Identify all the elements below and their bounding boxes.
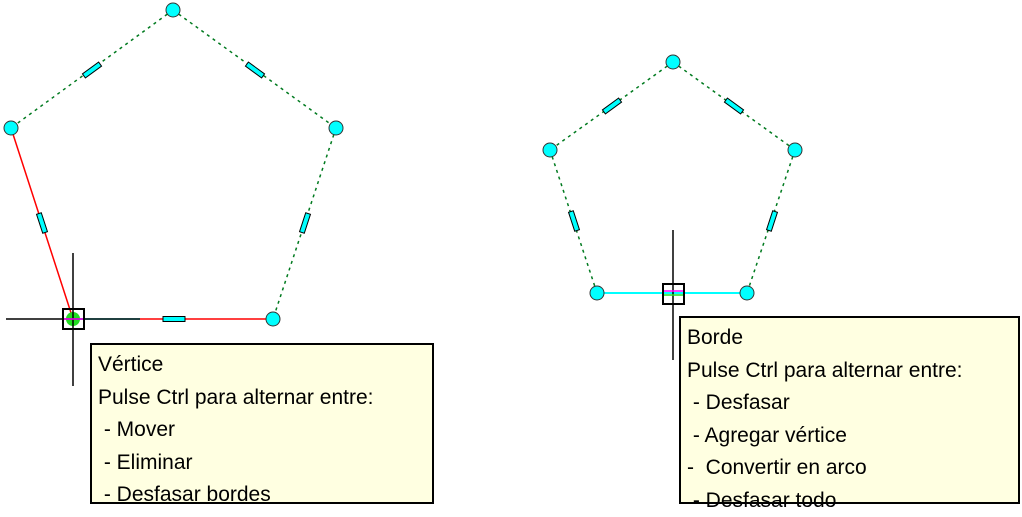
vertex-grip[interactable]	[788, 143, 802, 157]
vertex-grip[interactable]	[4, 121, 18, 135]
right-midpoint-grips	[569, 98, 778, 231]
vertex-grip[interactable]	[590, 286, 604, 300]
midpoint-grip[interactable]	[569, 211, 580, 232]
left-pentagon	[11, 10, 336, 319]
midpoint-grip[interactable]	[300, 213, 311, 234]
tooltip-prompt: Pulse Ctrl para alternar entre:	[98, 382, 426, 415]
vertex-grip[interactable]	[329, 121, 343, 135]
vertex-tooltip: Vértice Pulse Ctrl para alternar entre: …	[90, 343, 434, 504]
midpoint-grip[interactable]	[163, 317, 185, 322]
vertex-grip[interactable]	[666, 55, 680, 69]
midpoint-grip[interactable]	[767, 211, 778, 232]
left-vertex-grips	[4, 3, 343, 326]
midpoint-grip[interactable]	[602, 98, 621, 114]
tooltip-option: - Desfasar todo	[687, 485, 1012, 517]
left-midpoint-grips	[37, 62, 311, 321]
vertex-grip[interactable]	[543, 143, 557, 157]
tooltip-option: - Eliminar	[98, 447, 426, 480]
vertex-grip[interactable]	[166, 3, 180, 17]
tooltip-option: - Desfasar	[687, 387, 1012, 420]
tooltip-option: - Convertir en arco	[687, 452, 1012, 485]
tooltip-title: Vértice	[98, 349, 426, 382]
tooltip-title: Borde	[687, 322, 1012, 355]
tooltip-option: - Agregar vértice	[687, 420, 1012, 453]
tooltip-option: - Mover	[98, 414, 426, 447]
vertex-grip[interactable]	[740, 286, 754, 300]
midpoint-grip[interactable]	[724, 98, 743, 114]
midpoint-grip[interactable]	[37, 213, 48, 234]
midpoint-grip[interactable]	[82, 62, 101, 78]
edge-tooltip: Borde Pulse Ctrl para alternar entre: - …	[679, 316, 1020, 504]
midpoint-grip[interactable]	[245, 62, 264, 78]
tooltip-prompt: Pulse Ctrl para alternar entre:	[687, 355, 1012, 388]
vertex-grip[interactable]	[266, 312, 280, 326]
